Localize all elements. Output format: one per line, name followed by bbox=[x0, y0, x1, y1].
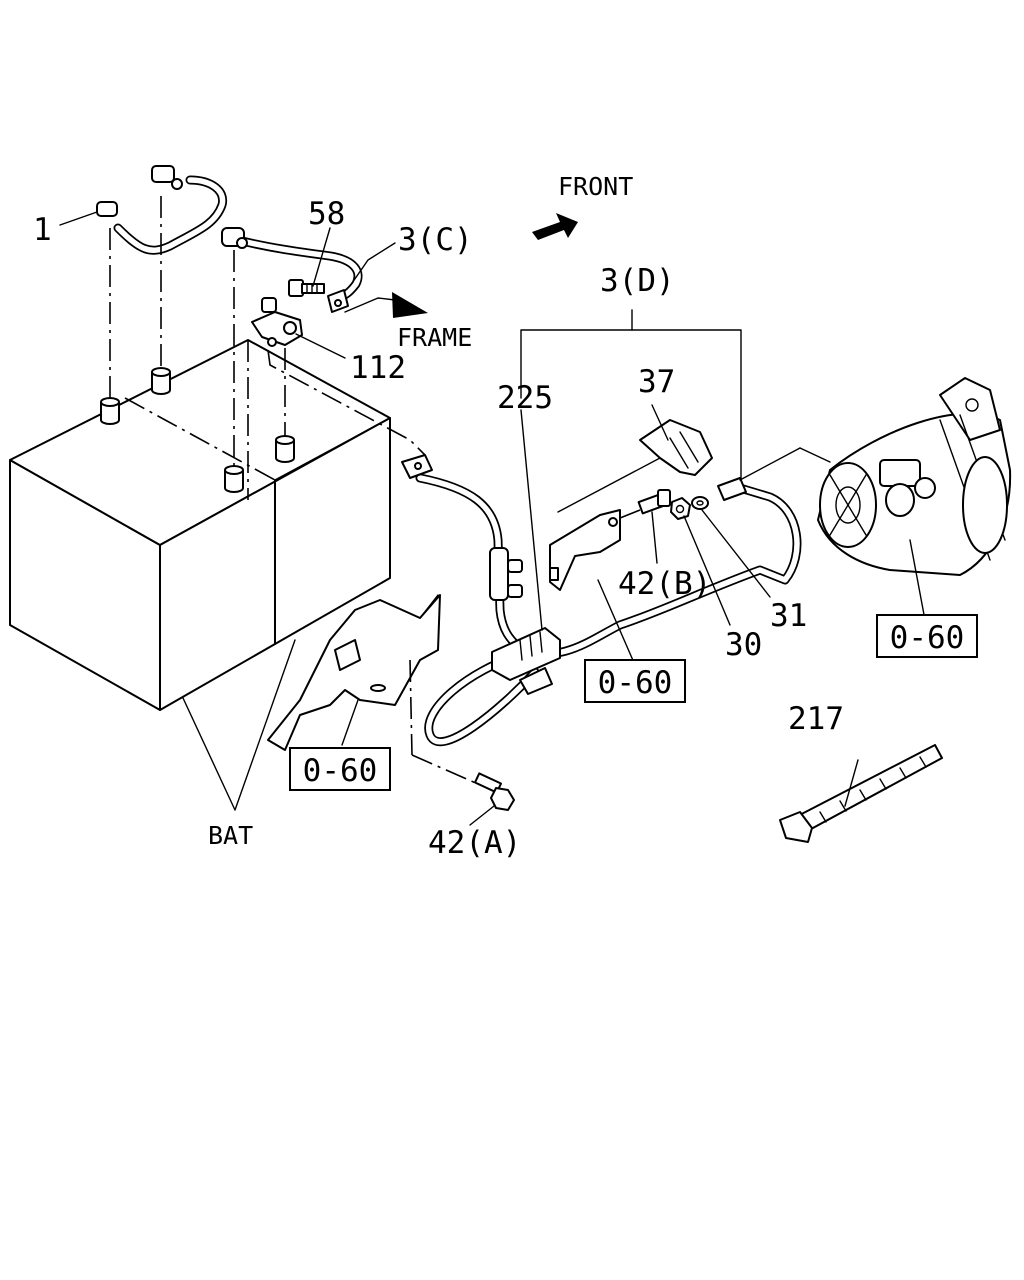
callout-labels: 1 58 3(C) FRAME 112 FRONT 3(D) 225 37 42… bbox=[33, 172, 844, 861]
label-part-1: 1 bbox=[33, 212, 52, 248]
bolt-42a bbox=[409, 659, 515, 811]
terminal-cover-37 bbox=[557, 419, 713, 513]
bolt-42b bbox=[619, 489, 671, 519]
battery-link-cable bbox=[96, 165, 228, 398]
terminal-clamp-112 bbox=[251, 297, 303, 436]
battery-assembly bbox=[9, 339, 391, 711]
ref-box-label: 0-60 bbox=[890, 620, 965, 656]
ref-box-cable-bracket: 0-60 bbox=[584, 659, 686, 703]
ref-box-starter: 0-60 bbox=[876, 614, 978, 658]
frame-ground-cable bbox=[221, 227, 428, 466]
label-part-42b: 42(B) bbox=[618, 566, 711, 602]
ref-box-label: 0-60 bbox=[598, 665, 673, 701]
label-part-30: 30 bbox=[725, 627, 762, 663]
starter-cable-bracket bbox=[549, 509, 621, 591]
front-arrow bbox=[532, 213, 578, 240]
label-bat: BAT bbox=[208, 821, 253, 850]
battery-terminal bbox=[224, 465, 244, 493]
nut-30 bbox=[670, 497, 691, 520]
starter-motor bbox=[739, 377, 1012, 576]
leader-lines bbox=[59, 211, 926, 826]
battery-bracket bbox=[267, 594, 441, 751]
label-part-225: 225 bbox=[497, 380, 553, 416]
label-part-37: 37 bbox=[638, 364, 675, 400]
label-part-3c: 3(C) bbox=[398, 222, 473, 258]
label-part-217: 217 bbox=[788, 701, 844, 737]
battery-terminal bbox=[100, 397, 120, 425]
ref-box-label: 0-60 bbox=[303, 753, 378, 789]
label-part-42a: 42(A) bbox=[428, 825, 521, 861]
main-starter-cable bbox=[267, 349, 802, 747]
label-part-31: 31 bbox=[770, 598, 807, 634]
battery-terminal bbox=[151, 367, 171, 395]
label-part-3d: 3(D) bbox=[600, 263, 675, 299]
cable-tie-217 bbox=[779, 744, 943, 843]
label-part-112: 112 bbox=[350, 350, 406, 386]
label-frame: FRAME bbox=[397, 323, 472, 352]
label-front: FRONT bbox=[558, 172, 633, 201]
washer-31 bbox=[691, 496, 709, 510]
ref-box-bracket: 0-60 bbox=[289, 747, 391, 791]
battery-terminal bbox=[275, 435, 295, 463]
label-part-58: 58 bbox=[308, 196, 345, 232]
bolt-58 bbox=[288, 279, 325, 297]
